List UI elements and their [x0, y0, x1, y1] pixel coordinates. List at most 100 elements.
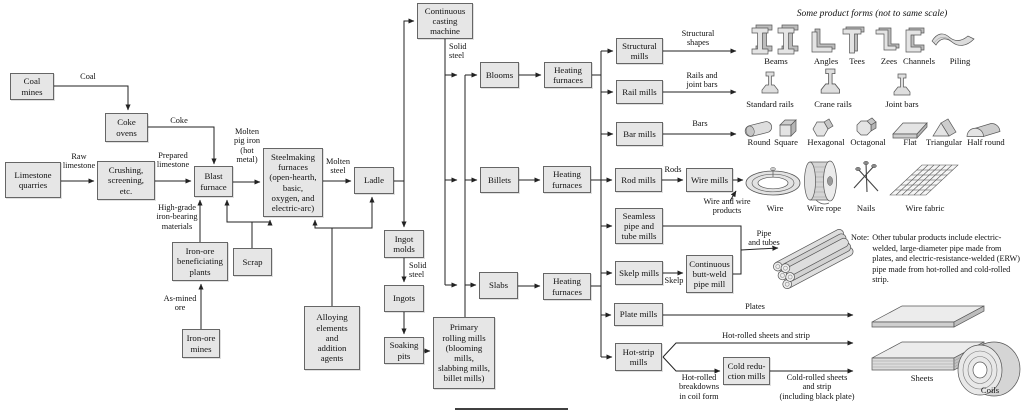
box-skelp-mills: Skelp mills	[615, 261, 663, 285]
box-steelmaking-furnaces: Steelmaking furnaces (open-hearth, basic…	[263, 148, 323, 217]
box-billets: Billets	[480, 167, 519, 193]
product-forms-title: Some product forms (not to same scale)	[796, 9, 948, 19]
product-label-square: Square	[774, 137, 798, 147]
flow-connectors	[54, 18, 854, 374]
box-heating-furnaces-slabs: Heating furnaces	[543, 273, 591, 300]
box-heating-furnaces-blooms: Heating furnaces	[544, 62, 592, 88]
piling-icon	[931, 33, 975, 46]
product-label-wire-rope: Wire rope	[806, 203, 842, 213]
product-label-crane-rails: Crane rails	[814, 99, 852, 109]
product-label-flat: Flat	[903, 137, 917, 147]
wire-rope-icon	[804, 160, 837, 205]
hexagonal-bar-icon	[812, 118, 834, 137]
box-cold-reduction-mills: Cold redu- ction mills	[723, 357, 770, 385]
box-seamless-pipe-tube-mills: Seamless pipe and tube mills	[615, 208, 663, 244]
wire-fabric-icon	[889, 164, 959, 196]
product-label-half-round: Half round	[967, 137, 1005, 147]
box-limestone-quarries: Limestone quarries	[5, 162, 61, 198]
box-ingot-molds: Ingot molds	[384, 230, 424, 258]
product-label-wire-fabric: Wire fabric	[905, 203, 945, 213]
square-bar-icon	[779, 119, 797, 137]
flow-label-bars: Bars	[692, 119, 708, 128]
box-ingots: Ingots	[384, 285, 424, 312]
note-label: Note:	[851, 233, 870, 242]
product-label-wire: Wire	[766, 203, 784, 213]
tubular-products-note: Note: Other tubular products include ele…	[851, 233, 1023, 286]
pipes-icon	[773, 229, 854, 289]
plate-icon	[871, 305, 985, 328]
flow-label-molten-steel: Molten steel	[326, 157, 350, 176]
flow-label-molten-pig-iron: Molten pig iron (hot metal)	[233, 127, 261, 165]
nails-icon	[853, 161, 879, 193]
flow-label-solid-steel-casting: Solid steel	[449, 42, 467, 61]
box-crushing-screening: Crushing, screening, etc.	[97, 161, 155, 200]
box-rod-mills: Rod mills	[615, 168, 662, 192]
product-label-triangular: Triangular	[926, 137, 962, 147]
product-label-beams: Beams	[764, 56, 788, 66]
half-round-bar-icon	[966, 123, 1001, 137]
box-hot-strip-mills: Hot-strip mills	[615, 343, 662, 371]
flow-label-rods: Rods	[664, 165, 682, 174]
flow-label-cold-rolled: Cold-rolled sheets and strip (including …	[779, 373, 855, 401]
box-wire-mills: Wire mills	[686, 168, 733, 192]
crane-rails-icon	[820, 68, 840, 94]
beams-icon	[751, 24, 799, 55]
product-label-joint-bars: Joint bars	[885, 99, 919, 109]
box-soaking-pits: Soaking pits	[384, 337, 424, 364]
standard-rails-icon	[761, 71, 779, 94]
product-label-octagonal: Octagonal	[850, 137, 886, 147]
flow-label-structural-shapes: Structural shapes	[681, 29, 715, 48]
product-label-coils: Coils	[980, 385, 1000, 395]
box-structural-mills: Structural mills	[616, 38, 663, 64]
flow-label-hot-rolled-breakdowns: Hot-rolled breakdowns in coil form	[678, 373, 720, 401]
product-label-zees: Zees	[880, 56, 898, 66]
box-rail-mills: Rail mills	[616, 80, 663, 104]
joint-bars-icon	[893, 73, 911, 96]
box-continuous-casting-machine: Continuous casting machine	[417, 3, 473, 39]
coil-icon	[957, 341, 1021, 397]
angles-icon	[811, 28, 836, 53]
box-iron-ore-beneficiating: Iron-ore beneficiating plants	[172, 242, 228, 281]
product-label-angles: Angles	[813, 56, 839, 66]
octagonal-bar-icon	[856, 117, 877, 136]
tees-icon	[842, 26, 865, 54]
box-coal-mines: Coal mines	[10, 73, 54, 100]
box-coke-ovens: Coke ovens	[105, 113, 148, 142]
box-scrap: Scrap	[233, 248, 272, 276]
box-primary-rolling-mills: Primary rolling mills (blooming mills, s…	[433, 317, 495, 389]
wire-coil-icon	[745, 167, 801, 196]
flow-label-pipe-tubes: Pipe and tubes	[748, 229, 780, 248]
flow-label-wire-products: Wire and wire products	[703, 197, 751, 216]
product-label-piling: Piling	[949, 56, 971, 66]
flow-label-hot-rolled: Hot-rolled sheets and strip	[722, 331, 810, 340]
flow-label-prepared-limestone: Prepared limestone	[156, 151, 190, 170]
flow-label-as-mined-ore: As-mined ore	[163, 294, 197, 313]
product-label-hexagonal: Hexagonal	[807, 137, 845, 147]
box-alloying-elements: Alloying elements and addition agents	[304, 306, 360, 370]
box-bar-mills: Bar mills	[616, 122, 663, 146]
flow-label-plates: Plates	[745, 302, 765, 311]
flow-label-high-grade: High-grade iron-bearing materials	[156, 203, 198, 231]
product-label-sheets: Sheets	[910, 373, 934, 383]
flat-bar-icon	[892, 122, 928, 139]
note-text: Other tubular products include electric-…	[872, 233, 1020, 284]
flow-label-raw-limestone: Raw limestone	[62, 152, 96, 171]
box-continuous-butt-weld-pipe-mill: Continuous butt-weld pipe mill	[686, 255, 733, 293]
box-blast-furnace: Blast furnace	[194, 166, 233, 197]
flow-label-solid-steel-ingots: Solid steel	[409, 261, 427, 280]
flow-label-coal: Coal	[80, 72, 96, 81]
box-plate-mills: Plate mills	[614, 303, 663, 326]
box-iron-ore-mines: Iron-ore mines	[182, 329, 220, 358]
product-label-standard-rails: Standard rails	[746, 99, 794, 109]
box-ladle: Ladle	[354, 167, 394, 194]
round-bar-icon	[744, 121, 773, 137]
flow-label-coke: Coke	[170, 116, 188, 125]
product-label-channels: Channels	[903, 56, 935, 66]
flow-label-rails-joint-bars: Rails and joint bars	[686, 71, 718, 90]
box-slabs: Slabs	[479, 272, 518, 299]
box-blooms: Blooms	[480, 62, 519, 88]
zees-icon	[875, 27, 900, 51]
product-label-nails: Nails	[856, 203, 876, 213]
